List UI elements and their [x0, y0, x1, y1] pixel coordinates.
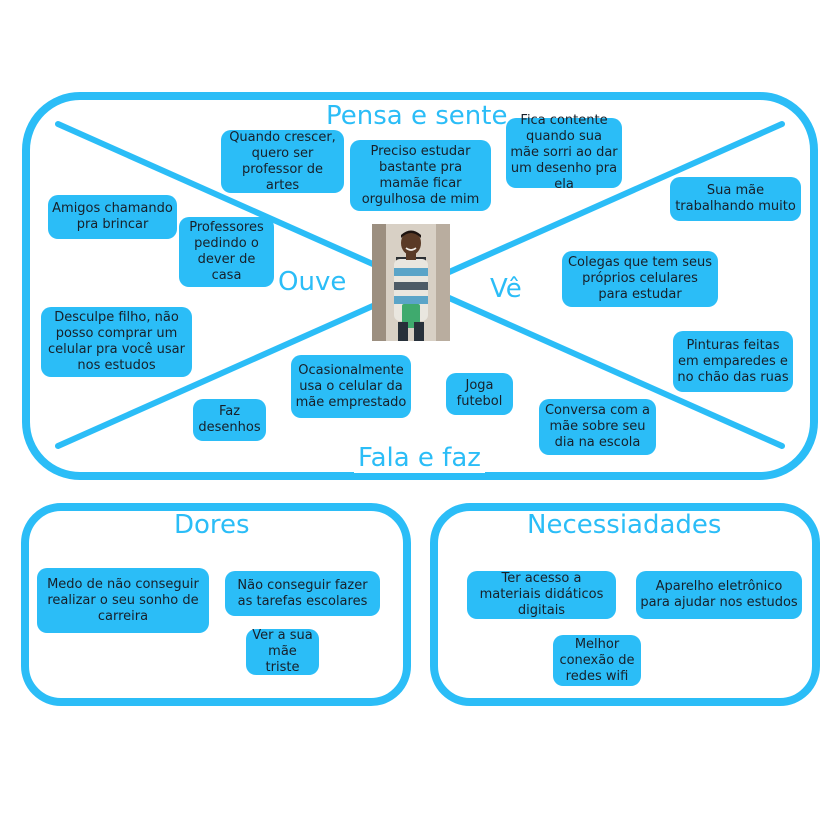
note-see-paintings: Pinturas feitas em emparedes e no chão d…: [673, 331, 793, 392]
note-think-study: Preciso estudar bastante pra mamãe ficar…: [350, 140, 491, 211]
note-see-mother-working: Sua mãe trabalhando muito: [670, 177, 801, 221]
quadrant-title-hear: Ouve: [274, 267, 351, 297]
note-do-borrow-phone: Ocasionalmente usa o celular da mãe empr…: [291, 355, 411, 418]
note-feel-drawing: Fica contente quando sua mãe sorri ao da…: [506, 113, 622, 192]
note-do-drawings: Faz desenhos: [193, 399, 266, 441]
pains-title: Dores: [174, 510, 250, 540]
pain-note-homework: Não conseguir fazer as tarefas escolares: [225, 571, 380, 616]
note-think-career: Quando crescer, quero ser professor de a…: [221, 130, 344, 193]
note-hear-teachers: Professores pedindo o dever de casa: [179, 217, 274, 287]
quadrant-title-say-do: Fala e faz: [354, 443, 485, 473]
pain-note-sad-mother: Ver a sua mãe triste: [246, 628, 319, 675]
boy-with-backpack-photo: [372, 224, 450, 341]
need-note-wifi: Melhor conexão de redes wifi: [553, 635, 641, 686]
quadrant-title-think-feel: Pensa e sente: [322, 101, 512, 131]
note-hear-mother-apology: Desculpe filho, não posso comprar um cel…: [41, 307, 192, 377]
note-see-classmates-phones: Colegas que tem seus próprios celulares …: [562, 251, 718, 307]
note-do-football: Joga futebol: [446, 373, 513, 415]
need-note-device: Aparelho eletrônico para ajudar nos estu…: [636, 571, 802, 619]
quadrant-title-see: Vê: [486, 274, 526, 304]
need-note-digital-materials: Ter acesso a materiais didáticos digitai…: [467, 571, 616, 619]
needs-title: Necessiadades: [527, 510, 722, 540]
note-say-talks-mother: Conversa com a mãe sobre seu dia na esco…: [539, 399, 656, 455]
pain-note-career-fear: Medo de não conseguir realizar o seu son…: [37, 568, 209, 633]
note-hear-friends: Amigos chamando pra brincar: [48, 195, 177, 239]
